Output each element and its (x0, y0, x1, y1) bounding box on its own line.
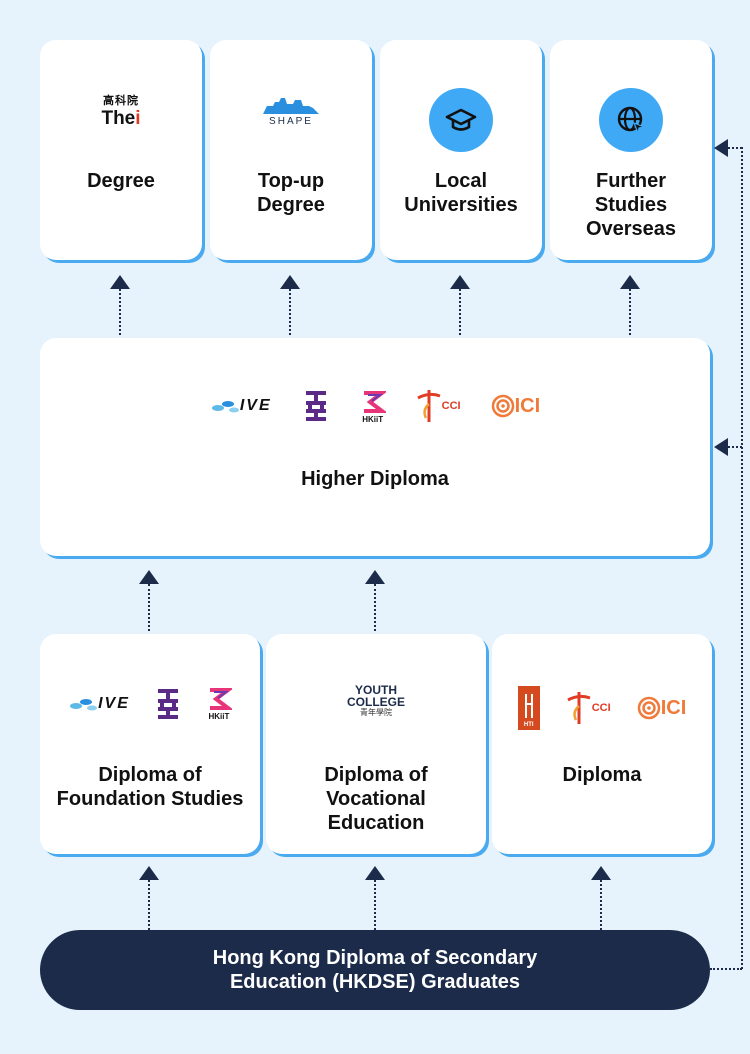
thei-logo-cn: 高科院 (103, 95, 139, 107)
arrow-left-icon (714, 438, 728, 456)
arrow-up-icon (591, 866, 611, 880)
thei-logo-en-text: The (101, 108, 136, 129)
dotted-connector (148, 880, 150, 930)
thei-logo-en: Thei (101, 109, 140, 128)
dotted-connector (459, 289, 461, 335)
arrow-up-icon (365, 866, 385, 880)
card-higher-diploma: IVE HKiiT CCI (40, 338, 710, 556)
card-topup-degree: SHAPE Top-up Degree (210, 40, 372, 260)
hkdse-graduates-banner: Hong Kong Diploma of Secondary Education… (40, 930, 710, 1010)
arrow-up-icon (620, 275, 640, 289)
ive-logo: IVE (68, 694, 130, 714)
ici-logo: ICI (637, 696, 687, 720)
thei-logo: 高科院 Thei (40, 95, 202, 129)
graduation-cap-icon (429, 88, 493, 152)
card-further-studies: Further Studies Overseas (550, 40, 712, 260)
card-title-topup-degree: Top-up Degree (257, 170, 325, 216)
hti-logo: HTI (517, 686, 540, 730)
card-title-vocational-education: Diploma of Vocational Education (324, 764, 428, 834)
hkiit-logo-text: HKiiT (208, 712, 230, 721)
card-title-further-studies: Further Studies Overseas (585, 170, 677, 240)
ive-logo-text: IVE (239, 397, 272, 414)
card-title-higher-diploma: Higher Diploma (301, 468, 449, 490)
youth-college-line1: YOUTH (355, 683, 397, 697)
card-diploma: HTI CCI ICI Diploma (492, 634, 712, 854)
dotted-connector (728, 446, 742, 448)
arrow-up-icon (365, 570, 385, 584)
dotted-connector (374, 880, 376, 930)
hkiit-logo-text: HKiiT (362, 414, 384, 424)
cci-logo: CCI (566, 690, 611, 726)
hkdse-graduates-title: Hong Kong Diploma of Secondary Education… (212, 947, 538, 993)
shape-logo-text: SHAPE (269, 116, 313, 127)
card-title-diploma: Diploma (562, 764, 642, 786)
hkiit-logo: HKiiT (206, 686, 232, 721)
shape-skyline-icon (263, 98, 319, 114)
card-degree: 高科院 Thei Degree (40, 40, 202, 260)
arrow-up-icon (139, 866, 159, 880)
card-local-universities: Local Universities (380, 40, 542, 260)
ici-logo-text: ICI (660, 696, 687, 719)
ive-logo: IVE (210, 396, 272, 416)
cci-logo-text: CCI (441, 400, 461, 412)
youth-college-line2: COLLEGE (346, 695, 405, 709)
ive-swirl-icon (70, 698, 98, 710)
card-vocational-education: YOUTH COLLEGE 青年學院 Diploma of Vocational… (266, 634, 486, 854)
ive-logo-text: IVE (98, 694, 130, 712)
arrow-up-icon (280, 275, 300, 289)
shape-logo: SHAPE (210, 98, 372, 127)
hkiit-logo: HKiiT (360, 389, 386, 424)
card-title-foundation-studies: Diploma of Foundation Studies (56, 764, 244, 810)
youth-college-logo: YOUTH COLLEGE 青年學院 (266, 684, 486, 717)
cci-logo: CCI (416, 388, 461, 424)
card-foundation-studies: IVE HKiiT Diploma of Foundation Studies (40, 634, 260, 854)
dotted-connector (289, 289, 291, 335)
arrow-up-icon (139, 570, 159, 584)
card-title-degree: Degree (87, 170, 155, 192)
thei-logo-accent: i (135, 108, 141, 129)
ici-logo-text: ICI (514, 394, 541, 417)
arrow-up-icon (110, 275, 130, 289)
dotted-connector (728, 147, 742, 149)
dotted-connector (119, 289, 121, 335)
card-title-local-universities: Local Universities (404, 170, 518, 216)
dotted-connector (148, 584, 150, 631)
hkdi-logo (302, 389, 330, 423)
dotted-connector (374, 584, 376, 631)
cci-logo-text: CCI (591, 702, 611, 714)
dotted-connector (600, 880, 602, 930)
hkdi-logo (154, 687, 182, 721)
dotted-connector (710, 968, 742, 970)
globe-cursor-icon (599, 88, 663, 152)
ici-logo: ICI (491, 394, 541, 418)
hti-logo-text: HTI (523, 722, 534, 728)
youth-college-line3: 青年學院 (360, 708, 392, 717)
dotted-connector (741, 147, 743, 969)
ive-swirl-icon (211, 401, 239, 413)
arrow-left-icon (714, 139, 728, 157)
dotted-connector (629, 289, 631, 335)
arrow-up-icon (450, 275, 470, 289)
